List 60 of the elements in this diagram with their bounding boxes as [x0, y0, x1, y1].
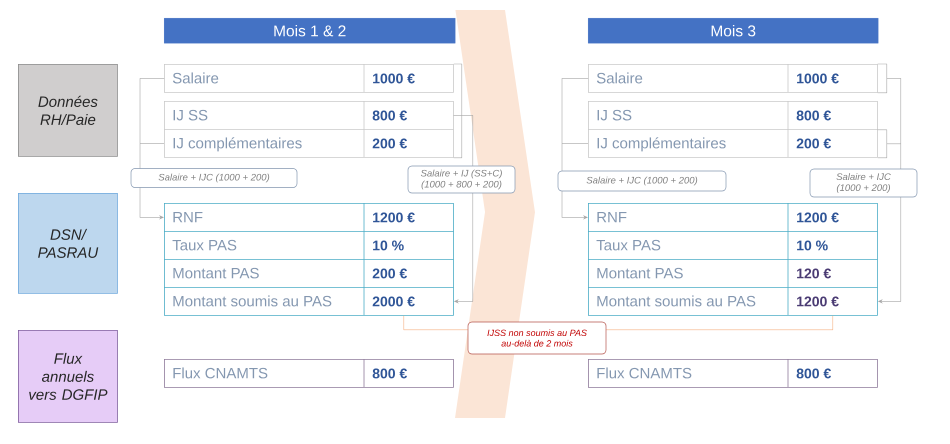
row-label: IJ SS — [174, 110, 208, 120]
table-row — [588, 64, 878, 93]
category-box: DSN/ PASRAU — [18, 193, 118, 294]
table-row — [588, 258, 878, 288]
row-label: Montant soumis au PAS — [173, 295, 332, 306]
edge-label: Salaire + IJC (1000 + 200) — [810, 168, 918, 198]
amount-value: 200 € — [372, 138, 407, 148]
category-box: Flux annuels vers DGFIP — [18, 330, 118, 423]
edge-label: Salaire + IJC (1000 + 200) — [130, 168, 298, 188]
row-label: Montant PAS — [173, 268, 259, 278]
row-label: Taux PAS — [172, 240, 236, 250]
table-row — [164, 286, 454, 316]
amount-value: 800 € — [372, 368, 407, 378]
table-row — [588, 202, 878, 232]
row-label: Salaire — [172, 72, 218, 84]
table-row — [588, 230, 878, 260]
amount-value: 1200 € — [797, 296, 839, 306]
row-label: IJ complémentaires — [174, 137, 302, 152]
table-row — [164, 100, 454, 130]
row-label: IJ SS — [598, 110, 632, 120]
category-box: Données RH/Paie — [18, 64, 118, 157]
arrow — [878, 64, 902, 304]
table-row — [164, 128, 454, 158]
amount-value: 800 € — [796, 110, 831, 120]
amount-value: 1200 € — [797, 212, 839, 222]
row-label: IJ complémentaires — [598, 137, 726, 152]
amount-value: 1200 € — [373, 212, 415, 222]
amount-value: 200 € — [796, 138, 831, 148]
amount-value: 1000 € — [797, 74, 839, 84]
amount-value: 10 % — [797, 240, 828, 250]
row-label: RNF — [173, 212, 202, 222]
table-row — [588, 286, 878, 316]
edge-label: IJSS non soumis au PAS au-delà de 2 mois — [468, 322, 606, 354]
row-label: Flux CNAMTS — [597, 367, 692, 378]
amount-value: 10 % — [373, 240, 404, 250]
table-row — [164, 358, 454, 388]
arrow — [454, 64, 474, 304]
row-label: Taux PAS — [596, 240, 660, 250]
amount-value: 2000 € — [372, 296, 415, 306]
row-label: Montant PAS — [597, 268, 683, 278]
row-label: Salaire — [596, 72, 642, 84]
row-label: Montant soumis au PAS — [597, 295, 756, 306]
amount-value: 200 € — [372, 268, 407, 278]
row-label: RNF — [597, 212, 626, 222]
edge-label: Salaire + IJC (1000 + 200) — [558, 170, 726, 192]
table-row — [164, 64, 454, 93]
table-row — [588, 128, 878, 158]
row-label: Flux CNAMTS — [173, 367, 268, 378]
amount-value: 1000 € — [373, 74, 415, 84]
table-row — [588, 100, 878, 130]
amount-value: 800 € — [796, 368, 831, 378]
amount-value: 120 € — [797, 268, 831, 278]
table-row — [588, 358, 878, 388]
column-header: Mois 3 — [588, 18, 878, 44]
table-row — [164, 202, 454, 232]
edge-label: Salaire + IJ (SS+C) (1000 + 800 + 200) — [408, 166, 516, 194]
column-header: Mois 1 & 2 — [164, 18, 456, 44]
amount-value: 800 € — [372, 110, 407, 120]
table-row — [164, 230, 454, 260]
table-row — [164, 258, 454, 288]
